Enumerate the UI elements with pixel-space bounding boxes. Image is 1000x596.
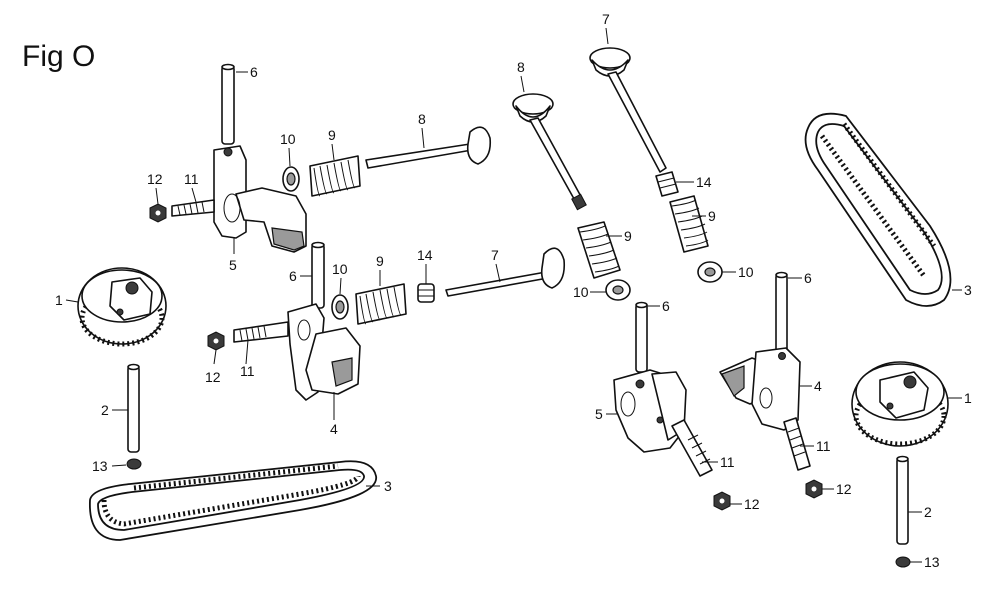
callout-1: 1: [964, 390, 972, 406]
callout-11: 11: [816, 438, 831, 454]
callout-10: 10: [332, 261, 348, 277]
retainer-10-middle-left: [331, 294, 349, 320]
valve-spring-9-center-left: [577, 221, 621, 279]
callout-4: 4: [814, 378, 822, 394]
stem-seal-14-center: [655, 171, 679, 197]
bolt-6-upper-left: [221, 63, 235, 145]
retainer-10-center-right: [697, 261, 723, 283]
callout-9: 9: [708, 208, 716, 224]
rocker-arm-4-left: [287, 303, 361, 401]
callout-8: 8: [517, 59, 525, 75]
callout-labels: 6 12 11 5 10 9 8 1 2 13 6 10 9 14 7 12 1…: [55, 11, 972, 570]
cam-pulley-1-right: [851, 361, 949, 447]
callout-2: 2: [924, 504, 932, 520]
bolt-6-center-right: [635, 301, 648, 373]
callout-9: 9: [328, 127, 336, 143]
callout-12: 12: [836, 481, 852, 497]
callout-10: 10: [280, 131, 296, 147]
valve-spring-9-center-right: [669, 195, 709, 253]
figure-title: Fig O: [22, 40, 95, 73]
lock-nut-12-middle-left: [207, 331, 225, 351]
callout-1: 1: [55, 292, 63, 308]
callout-8: 8: [418, 111, 426, 127]
stem-seal-14-left: [417, 283, 435, 303]
rocker-arm-5-right: [613, 369, 687, 453]
callout-11: 11: [720, 454, 735, 470]
washer-13-left: [126, 458, 142, 470]
adjuster-screw-11-upper-left: [171, 199, 215, 217]
callout-11: 11: [240, 363, 255, 379]
callout-14: 14: [417, 247, 433, 263]
rocker-arm-4-right: [719, 347, 801, 431]
callout-9: 9: [624, 228, 632, 244]
callout-13: 13: [92, 458, 108, 474]
adjuster-screw-11-right: [783, 417, 811, 471]
callout-9: 9: [376, 253, 384, 269]
washer-13-right: [895, 556, 911, 568]
callout-7: 7: [602, 11, 610, 27]
callout-3: 3: [384, 478, 392, 494]
bolt-6-middle-left: [311, 241, 325, 309]
callout-4: 4: [330, 421, 338, 437]
retainer-10-center-left: [605, 279, 631, 301]
callout-12: 12: [147, 171, 163, 187]
adjuster-screw-11-middle-left: [233, 321, 289, 343]
valve-8-center: [512, 93, 587, 211]
callout-6: 6: [250, 64, 258, 80]
callout-11: 11: [184, 171, 199, 187]
valve-7-center: [589, 47, 667, 173]
callout-6: 6: [289, 268, 297, 284]
timing-belt-3-right: [804, 112, 952, 307]
callout-5: 5: [229, 257, 237, 273]
lock-nut-12-upper-left: [149, 203, 167, 223]
valve-8-upper-left: [365, 126, 492, 169]
callout-12: 12: [205, 369, 221, 385]
callout-12: 12: [744, 496, 760, 512]
callout-5: 5: [595, 406, 603, 422]
callout-3: 3: [964, 282, 972, 298]
retainer-10-upper-left: [282, 166, 300, 192]
valve-spring-9-upper-left: [309, 155, 361, 197]
callout-13: 13: [924, 554, 940, 570]
callout-6: 6: [662, 298, 670, 314]
timing-belt-3-left: [89, 460, 377, 541]
callout-14: 14: [696, 174, 712, 190]
adjuster-screw-11-center-right: [671, 419, 713, 477]
callout-10: 10: [738, 264, 754, 280]
rocker-arm-5-left: [213, 145, 307, 253]
callout-7: 7: [491, 247, 499, 263]
callout-2: 2: [101, 402, 109, 418]
valve-7-middle-left: [445, 247, 566, 297]
lock-nut-12-center-right: [713, 491, 731, 511]
bolt-6-right: [775, 271, 788, 355]
valve-spring-9-middle-left: [355, 283, 407, 325]
shaft-2-left: [127, 363, 140, 453]
callout-6: 6: [804, 270, 812, 286]
leader-lines: [65, 27, 962, 563]
cam-pulley-1-left: [77, 267, 167, 347]
shaft-2-right: [896, 455, 909, 545]
lock-nut-12-right: [805, 479, 823, 499]
callout-10: 10: [573, 284, 589, 300]
